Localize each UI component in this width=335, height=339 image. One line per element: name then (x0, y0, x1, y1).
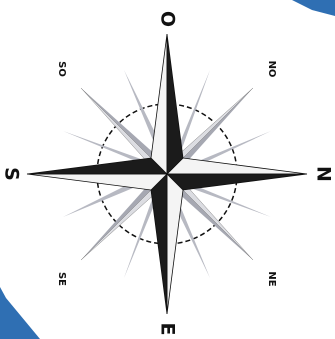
compass-rose: N S E O NE SE SO NO (1, 11, 335, 336)
label-northeast: NE (266, 271, 277, 286)
label-west: O (157, 11, 179, 27)
label-south: S (1, 167, 23, 181)
cardinal-points (27, 34, 307, 314)
label-northwest: NO (266, 61, 277, 78)
label-east: E (157, 323, 179, 336)
corner-accent-bottom-left (0, 287, 40, 339)
corner-accent-top-right (292, 0, 335, 16)
label-southwest: SO (56, 61, 67, 77)
label-southeast: SE (56, 272, 67, 286)
label-north: N (313, 166, 335, 182)
